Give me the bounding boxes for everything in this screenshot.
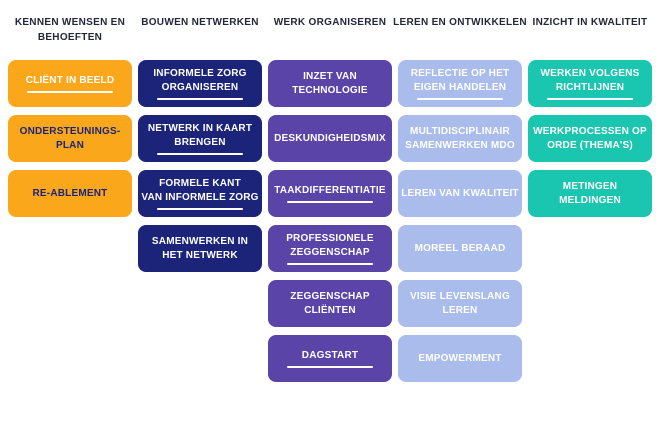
board-card[interactable]: LEREN VAN KWALITEIT (398, 170, 522, 217)
board-card[interactable]: INZET VAN TECHNOLOGIE (268, 60, 392, 107)
board-card-label: MOREEL BERAAD (414, 242, 506, 254)
board-card-label: LEREN VAN KWALITEIT (401, 187, 519, 199)
board-card[interactable]: DAGSTART (268, 335, 392, 382)
board-card[interactable]: WERKEN VOLGENS RICHTLIJNEN (528, 60, 652, 107)
board-card[interactable]: DESKUNDIGHEIDSMIX (268, 115, 392, 162)
board-card[interactable]: WERKPROCESSEN OP ORDE (THEMA'S) (528, 115, 652, 162)
board-card-label: FORMELE KANT VAN INFORMELE ZORG (141, 178, 259, 203)
board-card-underline (287, 366, 373, 369)
board-card-label: INFORMELE ZORG ORGANISEREN (153, 68, 247, 93)
board-card-label: DESKUNDIGHEIDSMIX (274, 132, 386, 144)
board-card[interactable]: SAMENWERKEN IN HET NETWERK (138, 225, 262, 272)
board-card-underline (287, 263, 373, 265)
board-card-label: WERKPROCESSEN OP ORDE (THEMA'S) (533, 126, 647, 151)
board-column-leren-en-ontwikkelen: LEREN EN ONTWIKKELEN REFLECTIE OP HET EI… (393, 14, 527, 390)
board-card[interactable]: REFLECTIE OP HET EIGEN HANDELEN (398, 60, 522, 107)
board-columns: KENNEN WENSEN EN BEHOEFTEN CLIËNT IN BEE… (8, 14, 652, 390)
column-cards: INZET VAN TECHNOLOGIE DESKUNDIGHEIDSMIX … (268, 60, 392, 390)
board-card-label: ONDERSTEUNINGS- PLAN (19, 126, 121, 151)
board-card-label: ZEGGENSCHAP CLIËNTEN (290, 291, 370, 316)
board-card[interactable]: MOREEL BERAAD (398, 225, 522, 272)
column-header-kennen-wensen-en-behoeften: KENNEN WENSEN EN BEHOEFTEN (14, 17, 126, 43)
board-card-label: PROFESSIONELE ZEGGENSCHAP (286, 233, 374, 258)
board-card-underline (287, 201, 373, 204)
column-cards: CLIËNT IN BEELD ONDERSTEUNINGS- PLAN RE-… (8, 60, 132, 225)
column-header-inzicht-in-kwaliteit: INZICHT IN KWALITEIT (532, 17, 648, 28)
board-card[interactable]: TAAKDIFFERENTIATIE (268, 170, 392, 217)
board-card[interactable]: METINGEN MELDINGEN (528, 170, 652, 217)
column-header-leren-en-ontwikkelen: LEREN EN ONTWIKKELEN (393, 17, 527, 28)
board-column-bouwen-netwerken: BOUWEN NETWERKEN INFORMELE ZORG ORGANISE… (138, 14, 262, 390)
board-card[interactable]: EMPOWERMENT (398, 335, 522, 382)
board-card-underline (157, 153, 243, 155)
board-column-inzicht-in-kwaliteit: INZICHT IN KWALITEIT WERKEN VOLGENS RICH… (528, 14, 652, 390)
board-card-underline (417, 98, 503, 100)
board-card[interactable]: MULTIDISCIPLINAIR SAMENWERKEN MDO (398, 115, 522, 162)
board-card[interactable]: NETWERK IN KAART BRENGEN (138, 115, 262, 162)
board-card[interactable]: VISIE LEVENSLANG LEREN (398, 280, 522, 327)
board-card-label: NETWERK IN KAART BRENGEN (147, 123, 253, 148)
column-cards: WERKEN VOLGENS RICHTLIJNEN WERKPROCESSEN… (528, 60, 652, 225)
board-card-label: INZET VAN TECHNOLOGIE (292, 71, 368, 96)
board-column-kennen-wensen-en-behoeften: KENNEN WENSEN EN BEHOEFTEN CLIËNT IN BEE… (8, 14, 132, 390)
board-card-label: EMPOWERMENT (418, 352, 502, 364)
board-card-underline (157, 208, 243, 210)
column-header-werk-organiseren: WERK ORGANISEREN (273, 17, 387, 28)
board-card-label: CLIËNT IN BEELD (25, 74, 115, 86)
board-card-label: WERKEN VOLGENS RICHTLIJNEN (540, 68, 640, 93)
board-card-label: REFLECTIE OP HET EIGEN HANDELEN (410, 68, 510, 93)
board-card[interactable]: INFORMELE ZORG ORGANISEREN (138, 60, 262, 107)
column-cards: INFORMELE ZORG ORGANISEREN NETWERK IN KA… (138, 60, 262, 280)
board-card-label: TAAKDIFFERENTIATIE (274, 184, 386, 196)
board-column-werk-organiseren: WERK ORGANISEREN INZET VAN TECHNOLOGIE D… (268, 14, 392, 390)
board-card-label: RE-ABLEMENT (32, 187, 108, 199)
column-header-bouwen-netwerken: BOUWEN NETWERKEN (141, 17, 259, 28)
board-card[interactable]: CLIËNT IN BEELD (8, 60, 132, 107)
board-card-label: METINGEN MELDINGEN (559, 181, 621, 206)
board-card[interactable]: ONDERSTEUNINGS- PLAN (8, 115, 132, 162)
board-card-label: MULTIDISCIPLINAIR SAMENWERKEN MDO (405, 126, 515, 151)
board-card-underline (27, 91, 113, 94)
board-card-label: DAGSTART (301, 349, 359, 361)
board-card[interactable]: PROFESSIONELE ZEGGENSCHAP (268, 225, 392, 272)
board-card-underline (157, 98, 243, 100)
board-card[interactable]: ZEGGENSCHAP CLIËNTEN (268, 280, 392, 327)
board-card-label: SAMENWERKEN IN HET NETWERK (151, 236, 249, 261)
board-card[interactable]: RE-ABLEMENT (8, 170, 132, 217)
column-cards: REFLECTIE OP HET EIGEN HANDELEN MULTIDIS… (398, 60, 522, 390)
board-card-label: VISIE LEVENSLANG LEREN (410, 291, 510, 316)
board-card-underline (547, 98, 633, 100)
board-card[interactable]: FORMELE KANT VAN INFORMELE ZORG (138, 170, 262, 217)
